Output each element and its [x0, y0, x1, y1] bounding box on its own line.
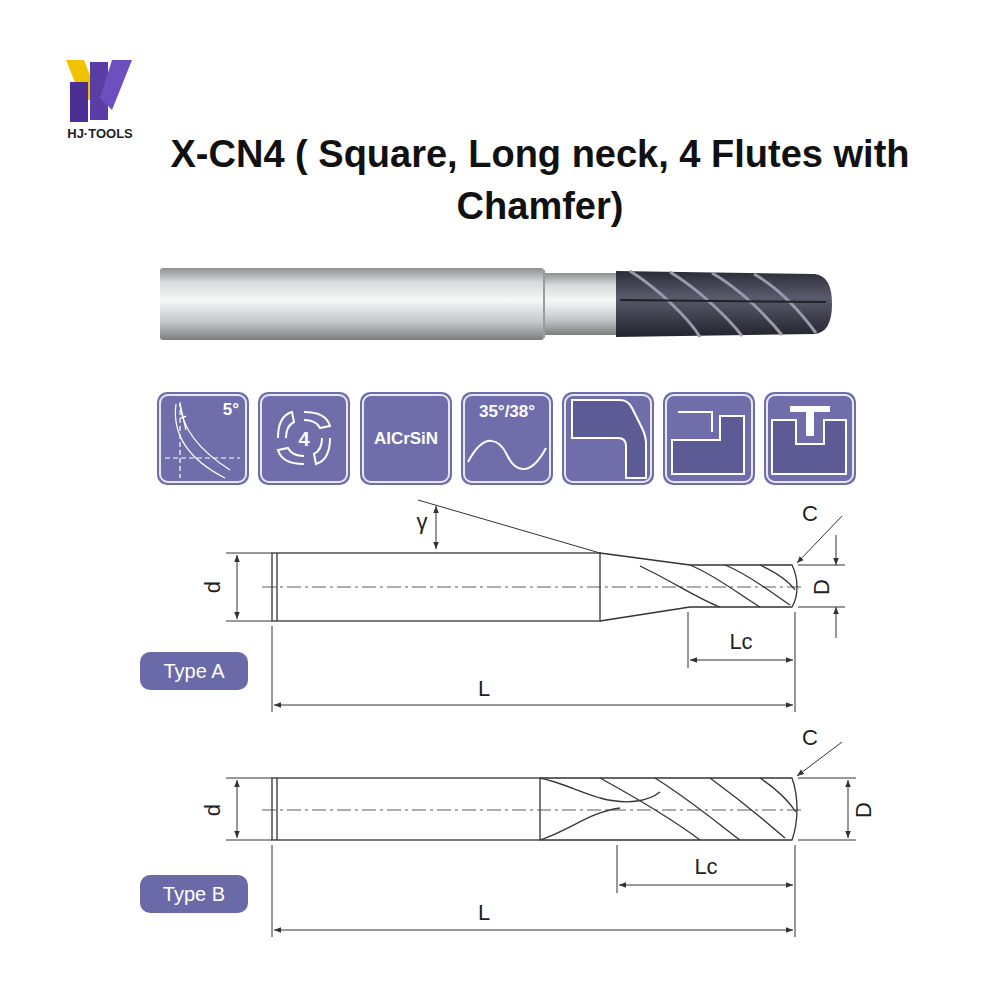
brand-name: HJ·TOOLS [65, 127, 135, 141]
chamfer-label: C [800, 726, 820, 750]
icon-tile: AlCrSiN [360, 392, 452, 485]
type-b-drawing [226, 742, 856, 937]
angle-label: γ [415, 510, 430, 534]
type-badge: Type B [140, 875, 248, 913]
dimension-label: L [476, 677, 492, 701]
icon-text: AlCrSiN [374, 429, 438, 449]
dimension-label: Lc [727, 630, 754, 654]
icon-tiles [157, 392, 856, 485]
dimension-label: D [810, 577, 834, 597]
badge-text: Type B [163, 883, 225, 906]
icon-tile: 35°/38° [461, 392, 553, 485]
icon-text: 35°/38° [479, 402, 535, 422]
type-a-drawing [226, 500, 845, 712]
dimension-label: Lc [692, 855, 719, 879]
logo-mark [66, 60, 132, 122]
page-title: X-CN4 ( Square, Long neck, 4 Flutes with… [120, 128, 960, 232]
icon-text: 5° [223, 400, 239, 420]
tool-photo [160, 268, 832, 340]
icon-text: 4 [298, 427, 309, 450]
dimension-label: d [201, 579, 225, 595]
icon-tile: 4 [258, 392, 350, 485]
type-badge: Type A [140, 652, 248, 690]
dimension-label: d [201, 802, 225, 818]
badge-text: Type A [163, 660, 224, 683]
dimension-label: L [476, 901, 492, 925]
chamfer-label: C [800, 502, 820, 526]
icon-tile: 5° [157, 392, 249, 485]
dimension-label: D [852, 800, 876, 820]
